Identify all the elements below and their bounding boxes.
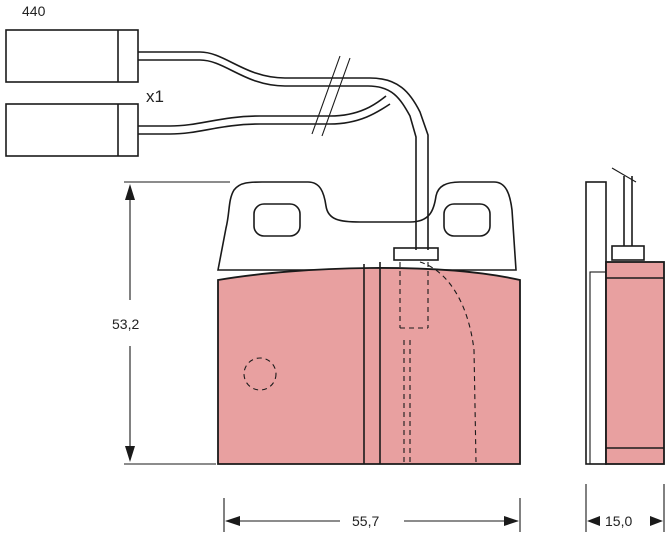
wire-break-mark-2 bbox=[321, 57, 351, 137]
sensor-connector-bottom bbox=[5, 103, 139, 157]
part-code-label: 440 bbox=[22, 3, 46, 19]
sensor-clip bbox=[393, 247, 439, 261]
thickness-dimension-label: 15,0 bbox=[605, 513, 632, 529]
quantity-label: x1 bbox=[146, 87, 164, 106]
hidden-lines bbox=[243, 261, 477, 463]
height-dimension-label: 53,2 bbox=[112, 316, 139, 332]
side-backing-plate bbox=[585, 181, 607, 465]
width-dimension-label: 55,7 bbox=[352, 513, 379, 529]
friction-pad-front bbox=[217, 267, 521, 465]
side-underlayer bbox=[589, 271, 607, 465]
backing-plate bbox=[217, 181, 517, 271]
backing-plate-hole-left bbox=[253, 203, 301, 237]
side-friction-pad bbox=[605, 261, 665, 465]
wear-sensor-connectors bbox=[5, 29, 139, 157]
wire-break-mark-1 bbox=[311, 55, 341, 135]
side-view bbox=[585, 167, 665, 465]
height-dimension bbox=[124, 181, 230, 465]
sensor-wire bbox=[138, 51, 429, 250]
sensor-connector-top bbox=[5, 29, 139, 83]
width-dimension bbox=[223, 498, 521, 532]
backing-plate-hole-right bbox=[443, 203, 491, 237]
side-sensor-clip bbox=[611, 245, 645, 261]
thickness-dimension bbox=[585, 484, 665, 532]
